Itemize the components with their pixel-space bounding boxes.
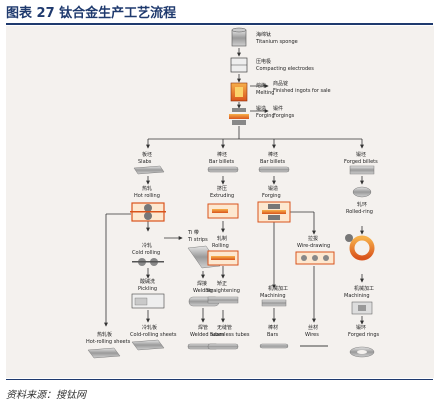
compacting-en: Compacting electrodes (256, 66, 314, 72)
wire-drawing-node: 拉拔 Wire-drawing (295, 235, 335, 265)
sponge-en: Titanium sponge (255, 39, 298, 45)
forging-zh: 锻造 (256, 105, 266, 112)
forging-node: 锻造 Forging 锻件 Forgings (229, 105, 295, 125)
machining-2-en: Machining (344, 293, 370, 299)
ingots-en: Finished ingots for sale (273, 88, 331, 94)
machining-1-en: Machining (260, 293, 286, 299)
straightening-zh: 矫正 (217, 280, 227, 287)
forging-2-en: Forging (262, 193, 281, 199)
welded-tubes-zh: 焊管 (198, 324, 208, 331)
welding-zh: 焊接 (197, 280, 207, 287)
pickling-node: 酸碱洗 Pickling (131, 278, 165, 309)
wire-drawing-en: Wire-drawing (297, 243, 330, 249)
forging-2-zh: 锻造 (268, 185, 278, 192)
bar-billets-2-node: 棒坯 Bar billets (258, 151, 290, 173)
melting-node: 熔炼 Melting 商品锭 Finished ingots for sale (230, 80, 331, 102)
extruding-zh: 挤压 (217, 185, 227, 192)
forged-billets-en: Forged billets (344, 159, 378, 165)
lines (104, 48, 364, 327)
title-divider (6, 23, 433, 25)
rolled-ring-en: Rolled-ring (346, 209, 373, 215)
forged-rings-zh: 锻环 (356, 324, 366, 331)
straightening-en: Straightening (206, 288, 240, 294)
extruding-node: 挤压 Extruding (207, 185, 239, 219)
compacting-zh: 压电极 (256, 58, 271, 65)
bar-billets-1-zh: 棒坯 (217, 151, 227, 158)
forged-billets-node: 锻坯 Forged billets (344, 151, 378, 175)
seamless-zh: 无缝管 (217, 324, 232, 331)
seamless-en: Seamless tubes (210, 332, 250, 338)
sponge-node: 海绵钛 Titanium sponge (231, 27, 298, 47)
wires-product: 丝材 Wires (300, 324, 328, 347)
machining-1-zh: 机械加工 (268, 285, 288, 292)
rolling-en: Rolling (212, 243, 229, 249)
cold-sheets-product: 冷轧板 Cold-rolling sheets (130, 324, 177, 351)
hot-rolling-node: 热轧 Hot rolling (130, 185, 166, 222)
pickling-zh: 酸碱洗 (140, 278, 155, 285)
slabs-zh: 板坯 (142, 151, 152, 158)
cold-rolling-node: 冷轧 Cold rolling (132, 242, 164, 266)
ti-strips-zh: Ti 带 (187, 230, 199, 236)
cold-sheets-zh: 冷轧板 (142, 324, 157, 331)
slabs-node: 板坯 Slabs (133, 151, 165, 175)
sponge-zh: 海绵钛 (256, 31, 271, 38)
machining-1-node: 机械加工 Machining (260, 285, 288, 307)
cold-rolling-en: Cold rolling (132, 250, 160, 256)
melting-zh: 熔炼 (256, 82, 266, 89)
forging-2-node: 锻造 Forging (257, 185, 291, 223)
rolled-ring-node: 轧环 Rolled-ring (345, 186, 375, 261)
straightening-node: 矫正 Straightening (206, 280, 240, 304)
melting-en: Melting (256, 90, 274, 96)
machining-2-node: 机械加工 Machining (344, 285, 374, 315)
bars-en: Bars (267, 332, 279, 338)
hot-rolling-en: Hot rolling (134, 193, 160, 199)
ingots-zh: 商品锭 (273, 80, 288, 87)
wires-zh: 丝材 (308, 324, 318, 331)
hot-sheets-zh: 热轧板 (97, 331, 112, 338)
forgings-zh: 锻件 (273, 105, 283, 112)
bar-billets-2-zh: 棒坯 (268, 151, 278, 158)
forged-rings-product: 锻环 Forged rings (348, 324, 380, 358)
forged-billets-zh: 锻坯 (356, 151, 366, 158)
bars-product: 棒材 Bars (259, 324, 289, 349)
rolling-node: 轧制 Rolling (207, 235, 239, 266)
slabs-en: Slabs (138, 159, 152, 165)
hot-sheets-product: 热轧板 Hot-rolling sheets (86, 331, 131, 359)
forgings-en: Forgings (273, 113, 295, 119)
source-note: 资料来源：搜钛网 (6, 390, 86, 401)
welded-tubes-en: Welded tubes (190, 332, 225, 338)
forging-en: Forging (256, 113, 275, 119)
bar-billets-1-en: Bar billets (209, 159, 235, 165)
bar-billets-2-en: Bar billets (260, 159, 286, 165)
pickling-en: Pickling (138, 286, 157, 292)
bars-zh: 棒材 (268, 324, 278, 331)
wire-drawing-zh: 拉拔 (308, 235, 318, 242)
cold-rolling-zh: 冷轧 (142, 242, 152, 249)
process-flow-diagram: 海绵钛 Titanium sponge 压电极 Compacting elect… (6, 26, 434, 378)
page-title: 图表 27 钛合金生产工艺流程 (6, 6, 177, 21)
wires-en: Wires (305, 332, 319, 338)
welding-en: Welding (193, 288, 213, 294)
machining-2-zh: 机械加工 (354, 285, 374, 292)
compacting-node: 压电极 Compacting electrodes (230, 57, 314, 73)
rolled-ring-zh: 轧环 (357, 201, 367, 208)
hot-rolling-zh: 热轧 (142, 185, 152, 192)
extruding-en: Extruding (210, 193, 234, 199)
cold-sheets-en: Cold-rolling sheets (130, 332, 177, 338)
forged-rings-en: Forged rings (348, 332, 380, 338)
footer-divider (6, 379, 433, 380)
rolling-zh: 轧制 (217, 235, 227, 242)
seamless-tubes-product: 无缝管 Seamless tubes (207, 324, 250, 350)
hot-sheets-en: Hot-rolling sheets (86, 339, 131, 345)
ti-strips-en: Ti strips (187, 237, 208, 243)
bar-billets-1-node: 棒坯 Bar billets (207, 151, 239, 173)
